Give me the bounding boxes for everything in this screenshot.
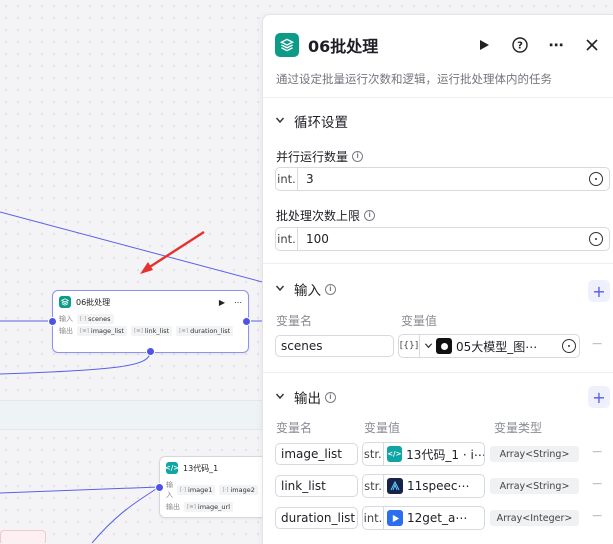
input-chip: [·]image1 (177, 485, 216, 495)
panel-title: 06批处理 (308, 37, 379, 56)
remove-row-button[interactable]: − (591, 444, 603, 460)
output-chip: [≡]image_list (77, 326, 127, 336)
svg-text:?: ? (517, 41, 523, 52)
chevron-down-icon (275, 389, 285, 405)
node-settings-panel: 06批处理 ? ⋯ 通过设定批量运行次数和逻辑，运行批处理体内的任务 循环设置 … (262, 14, 613, 544)
panel-description: 通过设定批量运行次数和逻辑，运行批处理体内的任务 (276, 72, 552, 86)
output-type-badge[interactable]: Array<String> (490, 478, 579, 494)
output-chip: [≡]image_url (184, 502, 233, 512)
code-node-input-row: 输入 [·]image1 [·]image2 (160, 479, 263, 501)
input-section-header[interactable]: 输入 i (275, 279, 336, 299)
column-header: 变量名 (276, 314, 313, 328)
parallel-count-input[interactable]: int. 3 (275, 167, 610, 191)
info-icon[interactable]: i (325, 283, 336, 295)
help-icon[interactable]: ? (508, 33, 532, 57)
column-header: 变量值 (401, 314, 438, 328)
code-node-title: 13代码_1 (183, 463, 219, 473)
audio-wave-icon (387, 478, 403, 494)
output-type-badge[interactable]: Array<String> (490, 446, 579, 462)
node-more-icon[interactable]: ⋯ (234, 297, 242, 307)
column-header: 变量值 (364, 421, 401, 435)
wire-batch-bottom (0, 351, 151, 375)
column-header: 变量名 (276, 421, 313, 435)
code-node[interactable]: </> 13代码_1 输入 [·]image1 [·]image2 输出 [≡]… (159, 456, 263, 518)
batch-body-band (0, 400, 262, 430)
reference-icon[interactable] (562, 339, 576, 353)
input-chip: [·]scenes (77, 314, 114, 324)
output-name-field[interactable]: link_list (275, 475, 358, 497)
code-node-output-row: 输出 [≡]image_url (160, 501, 263, 513)
info-icon[interactable]: i (364, 210, 376, 221)
llm-icon (436, 338, 452, 354)
input-chip: [·]image2 (219, 485, 258, 495)
output-section-header[interactable]: 输出 i (275, 387, 336, 407)
more-icon[interactable]: ⋯ (548, 36, 564, 54)
add-input-button[interactable]: + (588, 280, 610, 302)
pink-node-edge (0, 530, 46, 543)
batch-limit-input[interactable]: int. 100 (275, 227, 610, 251)
code-icon: </> (164, 462, 180, 474)
batch-node-input-row: 输入 [·]scenes (53, 313, 248, 325)
output-name-field[interactable]: duration_list (275, 507, 358, 529)
plugin-play-icon (387, 510, 403, 526)
batch-layers-icon (275, 33, 299, 57)
divider (263, 97, 613, 98)
batch-layers-icon (59, 296, 71, 308)
output-value-selector[interactable]: str. 11speec⋯ (362, 474, 485, 498)
batch-node[interactable]: 06批处理 ▶ ⋯ 输入 [·]scenes 输出 [≡]image_list … (52, 290, 249, 353)
info-icon[interactable]: i (325, 391, 336, 403)
add-output-button[interactable]: + (588, 386, 610, 408)
remove-row-button[interactable]: − (591, 336, 603, 352)
stepper-icon[interactable] (589, 172, 603, 186)
close-icon[interactable] (580, 33, 604, 57)
red-arrow-annotation (140, 230, 205, 274)
output-type-badge[interactable]: Array<Integer> (490, 510, 579, 526)
output-chip: [≡]link_list (130, 326, 173, 336)
wire-into-code (0, 486, 160, 494)
batch-input-port[interactable] (48, 317, 57, 326)
loop-section-header[interactable]: 循环设置 (275, 111, 348, 131)
wire-top (0, 211, 301, 293)
code-input-port[interactable] (155, 483, 164, 492)
chevron-down-icon[interactable] (424, 339, 433, 353)
output-name-field[interactable]: image_list (275, 443, 358, 465)
column-header: 变量类型 (494, 421, 543, 435)
batch-node-title: 06批处理 (76, 297, 111, 307)
batch-node-output-row: 输出 [≡]image_list [≡]link_list [≡]duratio… (53, 325, 248, 337)
divider (263, 372, 613, 373)
divider (263, 263, 613, 264)
chevron-down-icon (275, 113, 285, 129)
stepper-icon[interactable] (589, 232, 603, 246)
output-value-selector[interactable]: int. 12get_a⋯ (362, 506, 485, 530)
chevron-down-icon (275, 281, 285, 297)
input-value-selector[interactable]: [{}] 05大模型_图⋯ (398, 334, 580, 358)
input-name-field[interactable]: scenes (275, 335, 394, 357)
batch-output-port[interactable] (242, 317, 251, 326)
output-value-selector[interactable]: str. </> 13代码_1 · i⋯ (362, 442, 485, 466)
wire-code-lower (91, 486, 160, 543)
run-icon[interactable] (472, 33, 496, 57)
output-chip: [≡]duration_list (176, 326, 234, 336)
info-icon[interactable]: i (352, 151, 364, 162)
code-icon: </> (386, 446, 403, 462)
remove-row-button[interactable]: − (591, 476, 603, 492)
panel-header: 06批处理 ? ⋯ (275, 31, 604, 59)
run-node-icon[interactable]: ▶ (218, 297, 225, 307)
batch-body-port[interactable] (146, 347, 155, 356)
remove-row-button[interactable]: − (591, 508, 603, 524)
